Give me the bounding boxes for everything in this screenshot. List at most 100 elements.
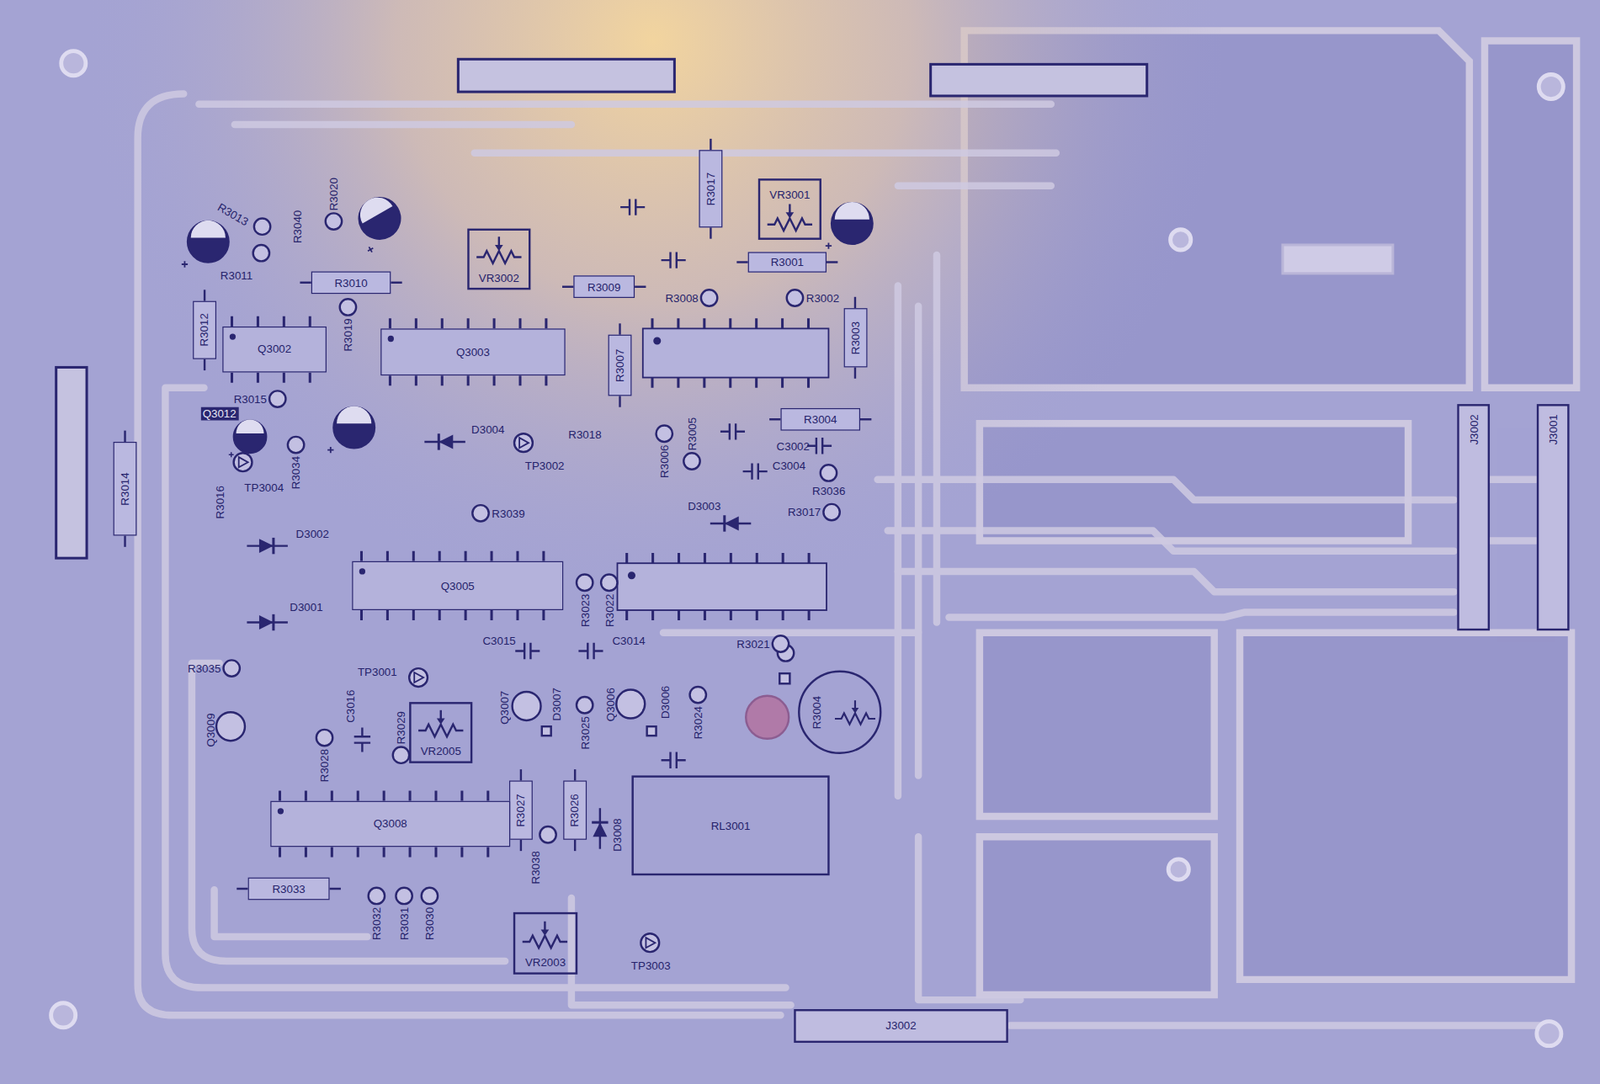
capacitor-symbol <box>661 752 686 769</box>
resistor-body: R3010 <box>311 271 392 294</box>
ic-package <box>653 337 660 344</box>
copper-trace <box>138 94 1552 1026</box>
solder-pad <box>690 686 707 703</box>
connector-outline <box>930 63 1148 96</box>
solder-pad <box>600 574 617 591</box>
part-ref: R3040 <box>290 210 304 244</box>
part-ref: Q3012 <box>200 406 239 420</box>
trimmer-circle: R3004 <box>797 670 882 755</box>
part-ref: J3002 <box>885 1019 916 1033</box>
part-ref: R3022 <box>602 594 617 628</box>
electrolytic-symbol <box>228 419 267 458</box>
part-ref: R3024 <box>691 706 705 739</box>
part-ref: R3029 <box>394 711 409 745</box>
part-ref: D3001 <box>289 600 323 614</box>
part-ref: Q3002 <box>257 342 292 357</box>
resistor-body: R3007 <box>608 334 633 397</box>
part-ref: VR3001 <box>769 188 810 202</box>
solder-pad <box>576 696 593 713</box>
connector-outline <box>56 366 87 559</box>
trimmer-box: VR2003 <box>513 912 578 975</box>
part-ref: R3023 <box>578 594 592 628</box>
copper-trace <box>894 285 902 796</box>
part-ref: Q3009 <box>203 712 218 747</box>
part-ref: R3025 <box>578 716 592 750</box>
part-ref: Q3005 <box>441 579 475 593</box>
part-ref: Q3003 <box>456 345 490 359</box>
part-ref: D3003 <box>687 499 721 513</box>
copper-trace <box>877 479 1455 500</box>
part-ref: R3027 <box>514 793 528 827</box>
transistor-symbol <box>512 691 542 721</box>
part-ref: TP3001 <box>357 664 398 679</box>
part-ref: TP3002 <box>525 458 565 473</box>
copper-trace <box>474 149 1057 157</box>
part-ref: C3002 <box>776 439 810 453</box>
copper-trace <box>887 530 1455 551</box>
capacitor-symbol <box>620 198 645 215</box>
copper-trace <box>898 181 1052 189</box>
ic-package: Q3003 <box>380 328 565 376</box>
diode-symbol <box>246 433 751 849</box>
ic-pin <box>625 558 823 616</box>
mounting-hole <box>1538 74 1563 100</box>
part-ref: D3006 <box>659 685 673 719</box>
resistor-body: R3017 <box>698 149 723 228</box>
solder-pad <box>786 289 803 306</box>
trimmer-symbol <box>418 710 463 738</box>
part-ref: C3014 <box>611 633 645 648</box>
part-ref: J3002 <box>1467 414 1481 445</box>
part-ref: R3005 <box>685 417 699 451</box>
part-ref: R3032 <box>369 907 383 941</box>
resistor-body: R3014 <box>113 441 138 537</box>
solder-pad <box>253 217 795 843</box>
copper-trace <box>898 571 1455 592</box>
ic-package <box>628 572 635 579</box>
solder-pad <box>325 212 342 229</box>
solder-pad <box>223 659 240 676</box>
resistor-body: R3033 <box>248 877 330 901</box>
diode-symbol <box>591 807 608 849</box>
resistor-body: R3003 <box>843 308 867 367</box>
electrolytic-symbol <box>181 220 229 268</box>
solder-pad <box>576 574 593 591</box>
copper-trace <box>164 388 786 989</box>
transistor-symbol <box>216 712 245 741</box>
test-point-symbol <box>514 433 533 452</box>
trimmer-box: VR3001 <box>758 178 822 240</box>
copper-trace <box>918 836 1021 1000</box>
connector-outline: J3002 <box>1456 403 1490 631</box>
part-ref: R3001 <box>770 255 804 270</box>
copper-trace <box>949 611 1455 617</box>
test-point-symbol <box>233 433 660 952</box>
ic-pin <box>230 321 825 852</box>
diode-symbol <box>710 515 751 532</box>
part-ref: R3011 <box>220 268 253 282</box>
copper-trace <box>1489 476 1537 484</box>
part-ref: C3016 <box>343 690 357 723</box>
diode-symbol <box>246 537 288 554</box>
part-ref: R3017 <box>704 172 718 206</box>
part-ref: D3004 <box>471 423 505 437</box>
mounting-hole <box>51 51 1564 1047</box>
transistor-symbol <box>616 690 645 719</box>
solder-pad <box>820 464 837 481</box>
resistor-body: R3001 <box>748 251 827 272</box>
connector-outline: J3001 <box>1536 403 1570 631</box>
copper-trace <box>234 121 572 128</box>
solder-pad <box>316 729 333 746</box>
solder-pad <box>340 298 357 315</box>
part-ref: R3006 <box>657 445 671 479</box>
resistor-body: R3009 <box>573 275 635 298</box>
part-ref: R3015 <box>233 392 267 406</box>
capacitor-symbol <box>515 643 540 660</box>
part-ref: VR2005 <box>420 744 462 759</box>
copper-trace <box>138 94 782 1016</box>
solder-pad <box>656 425 673 442</box>
transistor-symbol <box>216 673 790 741</box>
mounting-hole <box>61 51 86 76</box>
solder-pad <box>254 217 271 234</box>
part-ref: J3001 <box>1546 414 1560 445</box>
